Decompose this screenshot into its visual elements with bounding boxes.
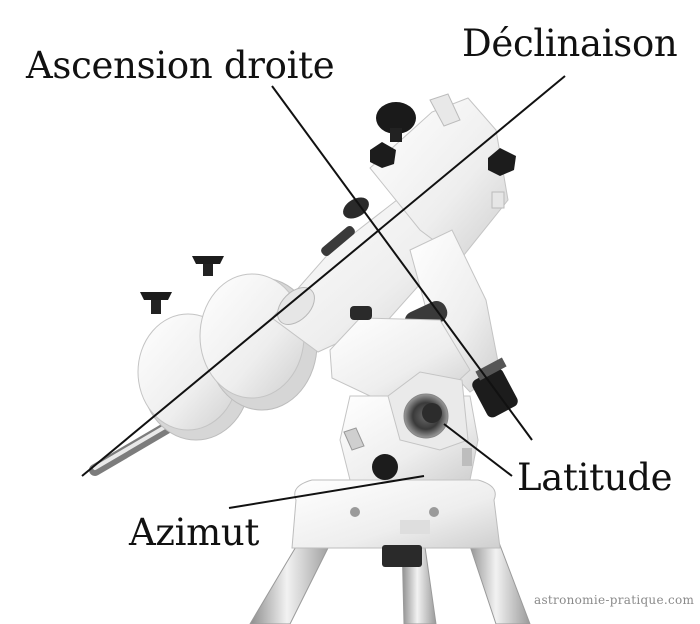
- azimuth-knob-icon: [372, 454, 398, 480]
- leader-line-right-ascension: [271, 85, 533, 441]
- tripod-leg-left: [249, 539, 333, 624]
- latitude-label: Latitude: [517, 456, 673, 499]
- counterweights: [137, 256, 318, 441]
- tripod: [249, 479, 531, 624]
- right-ascension-label: Ascension droite: [26, 44, 335, 87]
- leader-line-latitude: [443, 423, 513, 477]
- tripod-leg-right: [467, 539, 531, 624]
- leader-line-azimuth: [228, 475, 425, 509]
- declination-label: Déclinaison: [462, 22, 678, 65]
- azimuth-label: Azimut: [129, 511, 260, 554]
- leader-line-declination: [81, 75, 566, 477]
- tripod-head: [291, 479, 501, 549]
- source-credit: astronomie-pratique.com: [534, 593, 695, 607]
- mount-base: [339, 371, 479, 481]
- leader-lines: [81, 75, 566, 509]
- mount-body: [271, 93, 518, 418]
